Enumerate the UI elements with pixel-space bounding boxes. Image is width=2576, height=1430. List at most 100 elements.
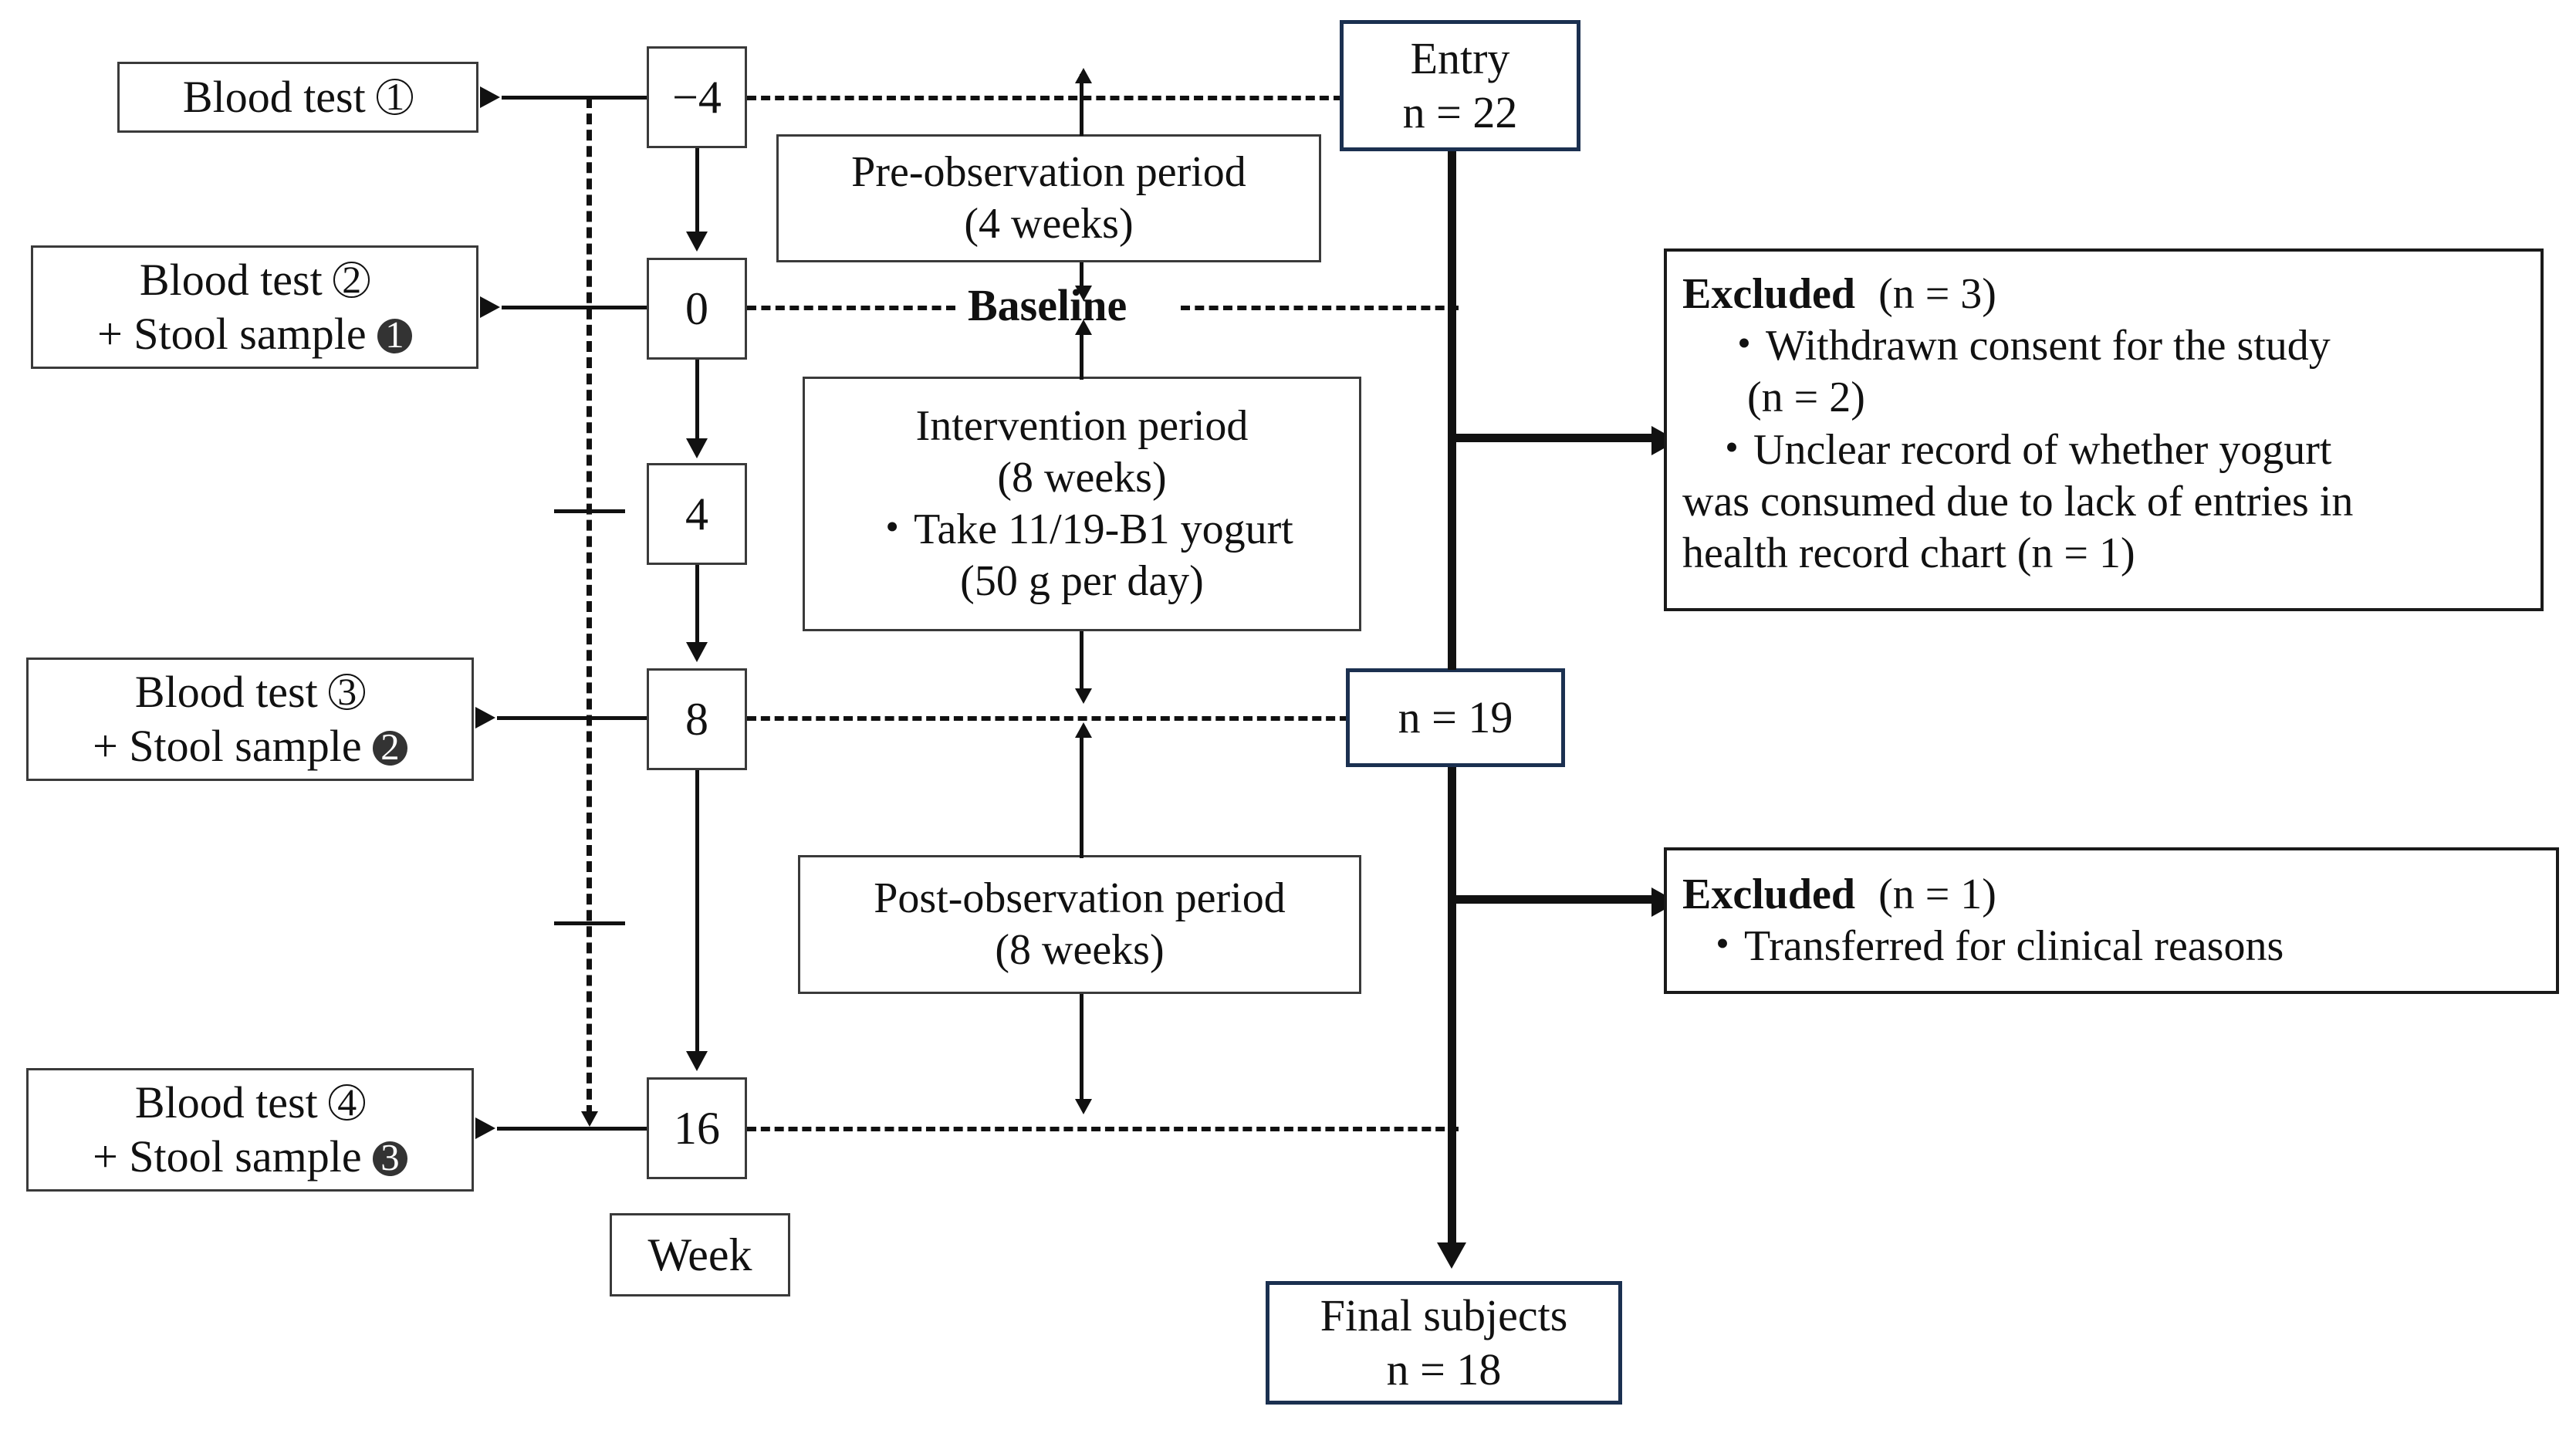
excluded-3-reason-1-count: (n = 2)	[1747, 374, 1865, 422]
guide-tick-week-12	[554, 921, 625, 925]
flow-spine-final-arrowhead	[1437, 1242, 1466, 1269]
week-8-to-16-line	[695, 770, 699, 1056]
circled-number-4-icon: 4	[329, 1083, 366, 1122]
week-4-to-8-line	[695, 565, 699, 645]
timeline-guide-arrowhead	[581, 1111, 598, 1127]
dashed-row-week-minus-4	[747, 96, 1343, 100]
excluded-1-count: (n = 1)	[1878, 870, 1996, 918]
excluded-3-reason-2: ・Unclear record of whether yogurt	[1710, 425, 2332, 474]
dashed-row-baseline-right	[1181, 306, 1459, 310]
entry-title: Entry	[1410, 33, 1510, 84]
week-axis-label: Week	[647, 1229, 752, 1280]
dashed-row-week-8	[747, 716, 1349, 721]
stool-sample-3-text: + Stool sample	[93, 1131, 362, 1182]
stool-sample-2-label: + Stool sample 2	[93, 719, 407, 773]
stool-sample-1-label: + Stool sample 1	[97, 307, 412, 361]
blood-test-4-box: Blood test 4 + Stool sample 3	[26, 1068, 474, 1192]
dashed-row-baseline-left	[747, 306, 955, 310]
week-minus4-to-0-arrowhead	[686, 232, 708, 252]
timeline-guide-dashed-line	[587, 97, 592, 1116]
blood-test-2-box: Blood test 2 + Stool sample 1	[31, 245, 478, 369]
week-4-box: 4	[647, 463, 747, 565]
week-0-to-4-line	[695, 360, 699, 441]
connector-blood-test-1	[502, 96, 648, 100]
excluded-1-box: Excluded (n = 1) ・Transferred for clinic…	[1664, 847, 2559, 994]
post-observation-down-line	[1080, 994, 1083, 1104]
entry-count: n = 22	[1402, 87, 1518, 137]
stool-sample-1-text: + Stool sample	[97, 309, 367, 359]
week-8-box: 8	[647, 668, 747, 770]
week-4-label: 4	[685, 488, 708, 539]
excluded-3-count: (n = 3)	[1878, 270, 1996, 318]
blood-test-1-text: Blood test	[182, 72, 366, 123]
post-observation-duration: (8 weeks)	[995, 926, 1165, 974]
final-subjects-count: n = 18	[1386, 1344, 1502, 1395]
flow-spine-entry-to-remaining	[1448, 151, 1456, 670]
blood-test-4-label: Blood test 4	[134, 1076, 366, 1130]
blood-test-1-box: Blood test 1	[117, 62, 478, 133]
intervention-dose: (50 g per day)	[960, 557, 1204, 606]
circled-number-2-icon: 2	[333, 261, 370, 299]
stool-sample-3-label: + Stool sample 3	[93, 1130, 407, 1184]
connector-blood-test-2	[502, 306, 648, 309]
week-8-to-16-arrowhead	[686, 1051, 708, 1071]
week-0-to-4-arrowhead	[686, 438, 708, 458]
week-16-label: 16	[674, 1103, 720, 1154]
week-8-label: 8	[685, 694, 708, 745]
excluded-3-header-row: Excluded (n = 3)	[1682, 269, 1996, 320]
week-minus-4-label: −4	[672, 72, 722, 123]
intervention-up-line	[1080, 327, 1083, 380]
blood-test-2-label: Blood test 2	[140, 253, 370, 307]
week-4-to-8-arrowhead	[686, 642, 708, 662]
week-axis-label-box: Week	[610, 1213, 790, 1296]
filled-number-1-icon: 1	[377, 316, 412, 353]
post-observation-up-line	[1080, 730, 1083, 858]
intervention-title: Intervention period	[915, 401, 1249, 450]
blood-test-3-box: Blood test 3 + Stool sample 2	[26, 658, 474, 781]
baseline-label: Baseline	[960, 279, 1135, 331]
arrow-blood-test-2-to-week	[480, 296, 500, 318]
pre-observation-down-arrowhead	[1075, 286, 1092, 301]
arrow-blood-test-4-to-week	[475, 1117, 495, 1139]
excluded-1-header: Excluded	[1682, 870, 1856, 918]
excluded-3-reason-2-cont-2: health record chart (n = 1)	[1682, 529, 2135, 577]
week-0-label: 0	[685, 283, 708, 334]
flow-spine-remaining-to-final	[1448, 767, 1456, 1247]
stool-sample-2-text: + Stool sample	[93, 721, 362, 771]
blood-test-4-text: Blood test	[134, 1077, 318, 1128]
week-16-box: 16	[647, 1077, 747, 1179]
intervention-down-line	[1080, 631, 1083, 695]
pre-observation-period-box: Pre-observation period (4 weeks)	[776, 134, 1321, 262]
guide-tick-week-4	[554, 509, 625, 513]
branch-to-excluded-1-line	[1448, 895, 1656, 904]
pre-observation-down-line	[1080, 262, 1083, 292]
dashed-row-week-16	[747, 1127, 1459, 1131]
post-observation-title: Post-observation period	[874, 874, 1286, 922]
circled-number-3-icon: 3	[329, 673, 366, 712]
branch-to-excluded-3-line	[1448, 434, 1656, 442]
excluded-3-header: Excluded	[1682, 270, 1856, 318]
circled-number-1-icon: 1	[377, 78, 414, 117]
intervention-bullet-yogurt: ・Take 11/19-B1 yogurt	[870, 505, 1293, 553]
intervention-period-box: Intervention period (8 weeks) ・Take 11/1…	[803, 377, 1361, 631]
blood-test-2-text: Blood test	[139, 255, 323, 306]
post-observation-up-arrowhead	[1075, 722, 1092, 738]
arrow-blood-test-3-to-week	[475, 707, 495, 729]
filled-number-2-icon: 2	[373, 729, 407, 766]
post-observation-period-box: Post-observation period (8 weeks)	[798, 855, 1361, 994]
final-subjects-title: Final subjects	[1320, 1290, 1568, 1341]
connector-blood-test-3	[497, 716, 648, 720]
intervention-down-arrowhead	[1075, 688, 1092, 704]
pre-observation-up-line	[1080, 74, 1083, 136]
blood-test-3-text: Blood test	[134, 667, 318, 718]
blood-test-3-label: Blood test 3	[134, 665, 366, 719]
week-0-box: 0	[647, 258, 747, 360]
final-subjects-box: Final subjects n = 18	[1266, 1281, 1622, 1405]
post-observation-down-arrowhead	[1075, 1099, 1092, 1114]
connector-blood-test-4	[497, 1127, 648, 1131]
filled-number-3-icon: 3	[373, 1139, 407, 1176]
week-minus4-to-0-line	[695, 148, 699, 235]
arrow-blood-test-1-to-week	[480, 86, 500, 108]
entry-box: Entry n = 22	[1340, 20, 1580, 151]
